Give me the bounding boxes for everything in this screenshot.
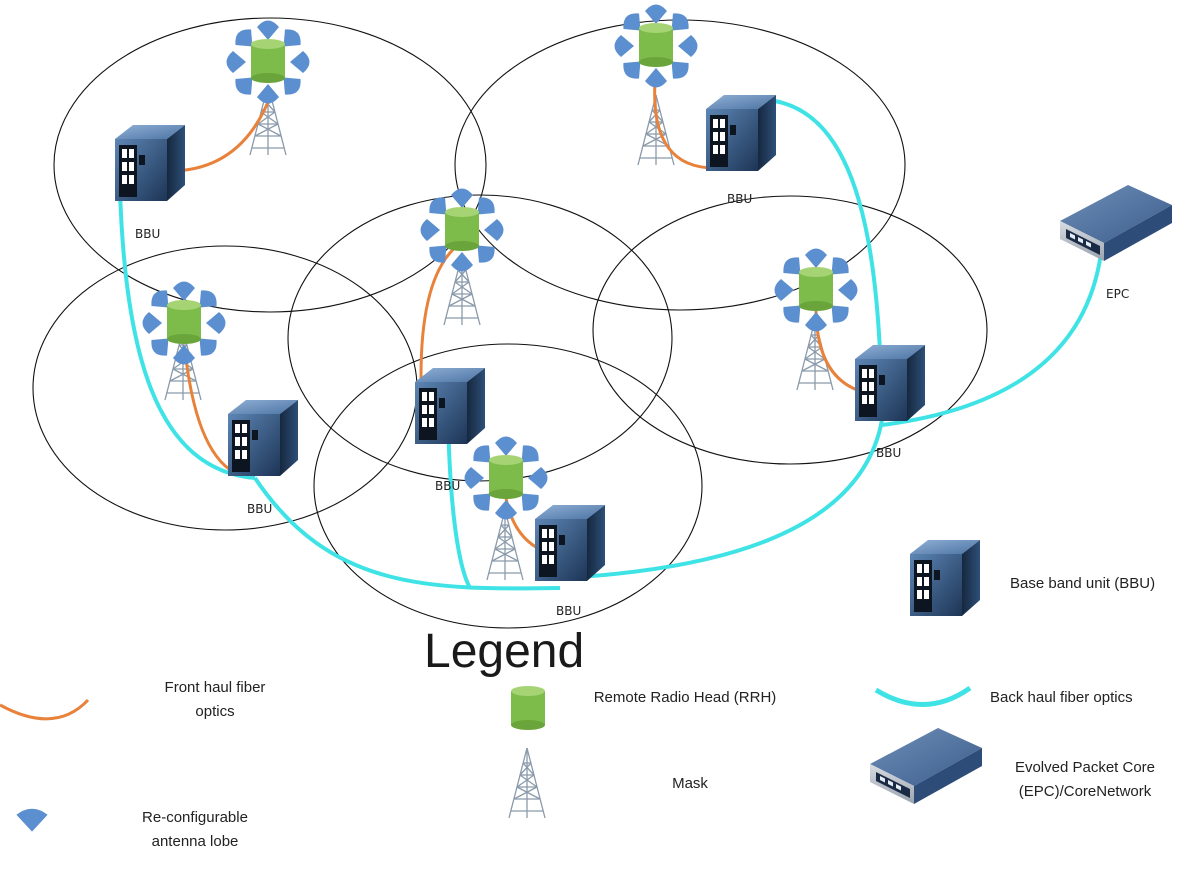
- bbu-icon: [706, 95, 776, 171]
- epc-icon: [1060, 185, 1172, 261]
- legend-mask-label: Mask: [672, 775, 708, 792]
- legend-lobe-label: Re-configurable antenna lobe: [142, 809, 248, 850]
- tower-mast-icon: [486, 509, 524, 581]
- bbu-icon: [535, 505, 605, 581]
- backhaul-link: [446, 414, 472, 589]
- legend-epc-symbol: [870, 728, 982, 804]
- rrh-unit: [227, 21, 310, 104]
- cell-circle: [287, 194, 673, 482]
- rrh-icon: [639, 23, 673, 67]
- legend-backhaul-symbol: [874, 685, 972, 707]
- rrh-icon: [251, 39, 285, 83]
- rrh-icon: [445, 207, 479, 251]
- legend-title: Legend: [424, 625, 585, 678]
- epc-label: EPC: [1106, 287, 1129, 301]
- rrh-unit: [775, 249, 858, 332]
- cell-circle: [592, 195, 988, 465]
- backhaul-link: [118, 189, 256, 480]
- bbu-icon: [855, 345, 925, 421]
- rrh-unit: [615, 5, 698, 88]
- legend-epc-label: Evolved Packet Core (EPC)/CoreNetwork: [1014, 759, 1156, 800]
- legend-lobe-symbol: [16, 808, 48, 832]
- rrh-unit: [421, 189, 504, 272]
- bbu-label: BBU: [247, 502, 272, 516]
- legend-mask-symbol: [508, 747, 546, 819]
- rrh-icon: [167, 300, 201, 344]
- bbu-icon: [228, 400, 298, 476]
- rrh-unit: [143, 282, 226, 365]
- bbu-icon: [115, 125, 185, 201]
- legend-rrh-label: Remote Radio Head (RRH): [593, 689, 777, 706]
- bbu-icon: [415, 368, 485, 444]
- legend-bbu-label: Base band unit (BBU): [1010, 575, 1156, 592]
- rrh-unit: [465, 437, 548, 520]
- bbu-label: BBU: [876, 446, 901, 460]
- legend-rrh-symbol: [511, 686, 545, 730]
- cell-circle: [53, 17, 487, 313]
- legend-fronthaul-label: Front haul fiber optics: [164, 679, 266, 720]
- backhaul-link: [881, 244, 1104, 427]
- fronthaul-link: [653, 81, 719, 170]
- bbu-label: BBU: [135, 227, 160, 241]
- bbu-label: BBU: [556, 604, 581, 618]
- legend-fronthaul-symbol: [0, 698, 90, 721]
- bbu-label: BBU: [435, 479, 460, 493]
- backhaul-link: [564, 419, 884, 580]
- cell-circle: [313, 343, 703, 629]
- cell-circle: [32, 245, 418, 531]
- rrh-icon: [489, 455, 523, 499]
- rrh-icon: [799, 267, 833, 311]
- bbu-label: BBU: [727, 192, 752, 206]
- backhaul-link: [253, 476, 561, 591]
- legend-backhaul-label: Back haul fiber optics: [990, 689, 1133, 706]
- legend-bbu-symbol: [910, 540, 980, 616]
